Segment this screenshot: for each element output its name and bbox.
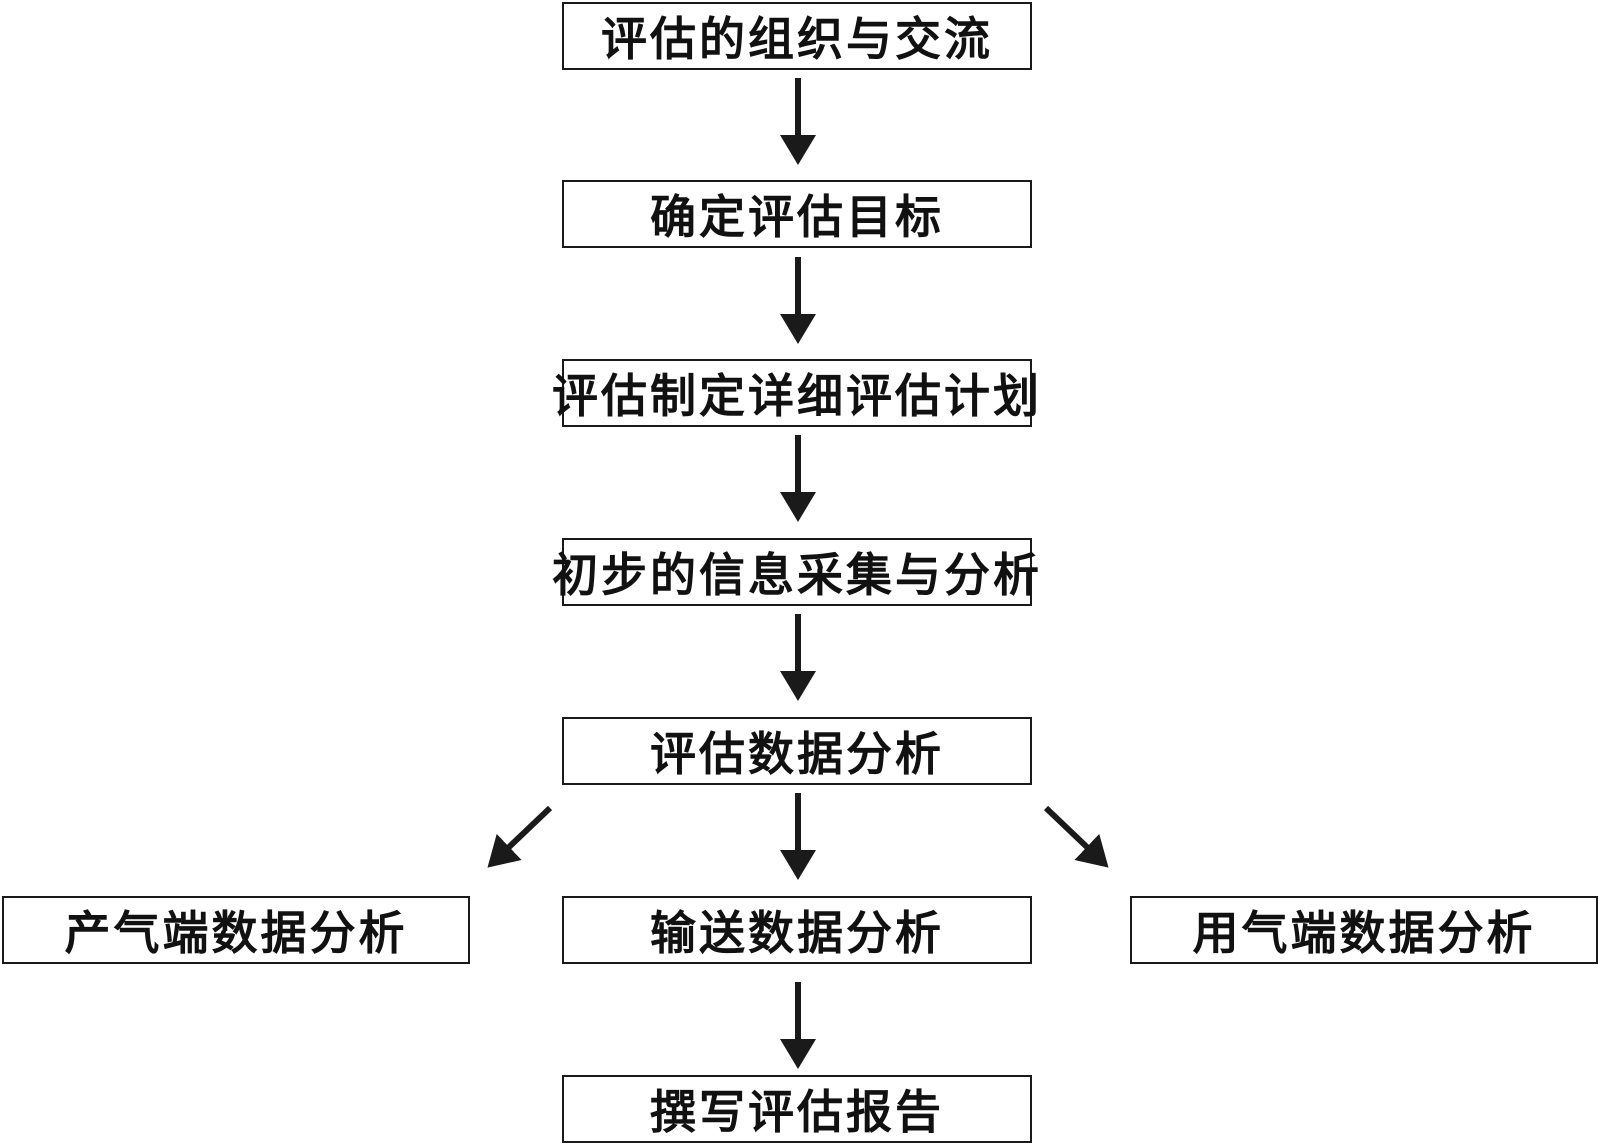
branch-production-analysis: 产气端数据分析 <box>2 896 470 964</box>
step-data-analysis: 评估数据分析 <box>562 717 1032 785</box>
branch-consumption-analysis: 用气端数据分析 <box>1130 896 1598 964</box>
step-detailed-plan: 评估制定详细评估计划 <box>552 359 1039 427</box>
step-write-report: 撰写评估报告 <box>562 1075 1032 1143</box>
step-initial-collection: 初步的信息采集与分析 <box>552 538 1039 606</box>
branch-transmission-analysis: 输送数据分析 <box>562 896 1032 964</box>
arrow-step5-right <box>1043 805 1109 868</box>
step-determine-objectives: 确定评估目标 <box>562 180 1032 248</box>
step-organization-communication: 评估的组织与交流 <box>562 2 1032 70</box>
arrow-step5-left <box>487 805 553 868</box>
